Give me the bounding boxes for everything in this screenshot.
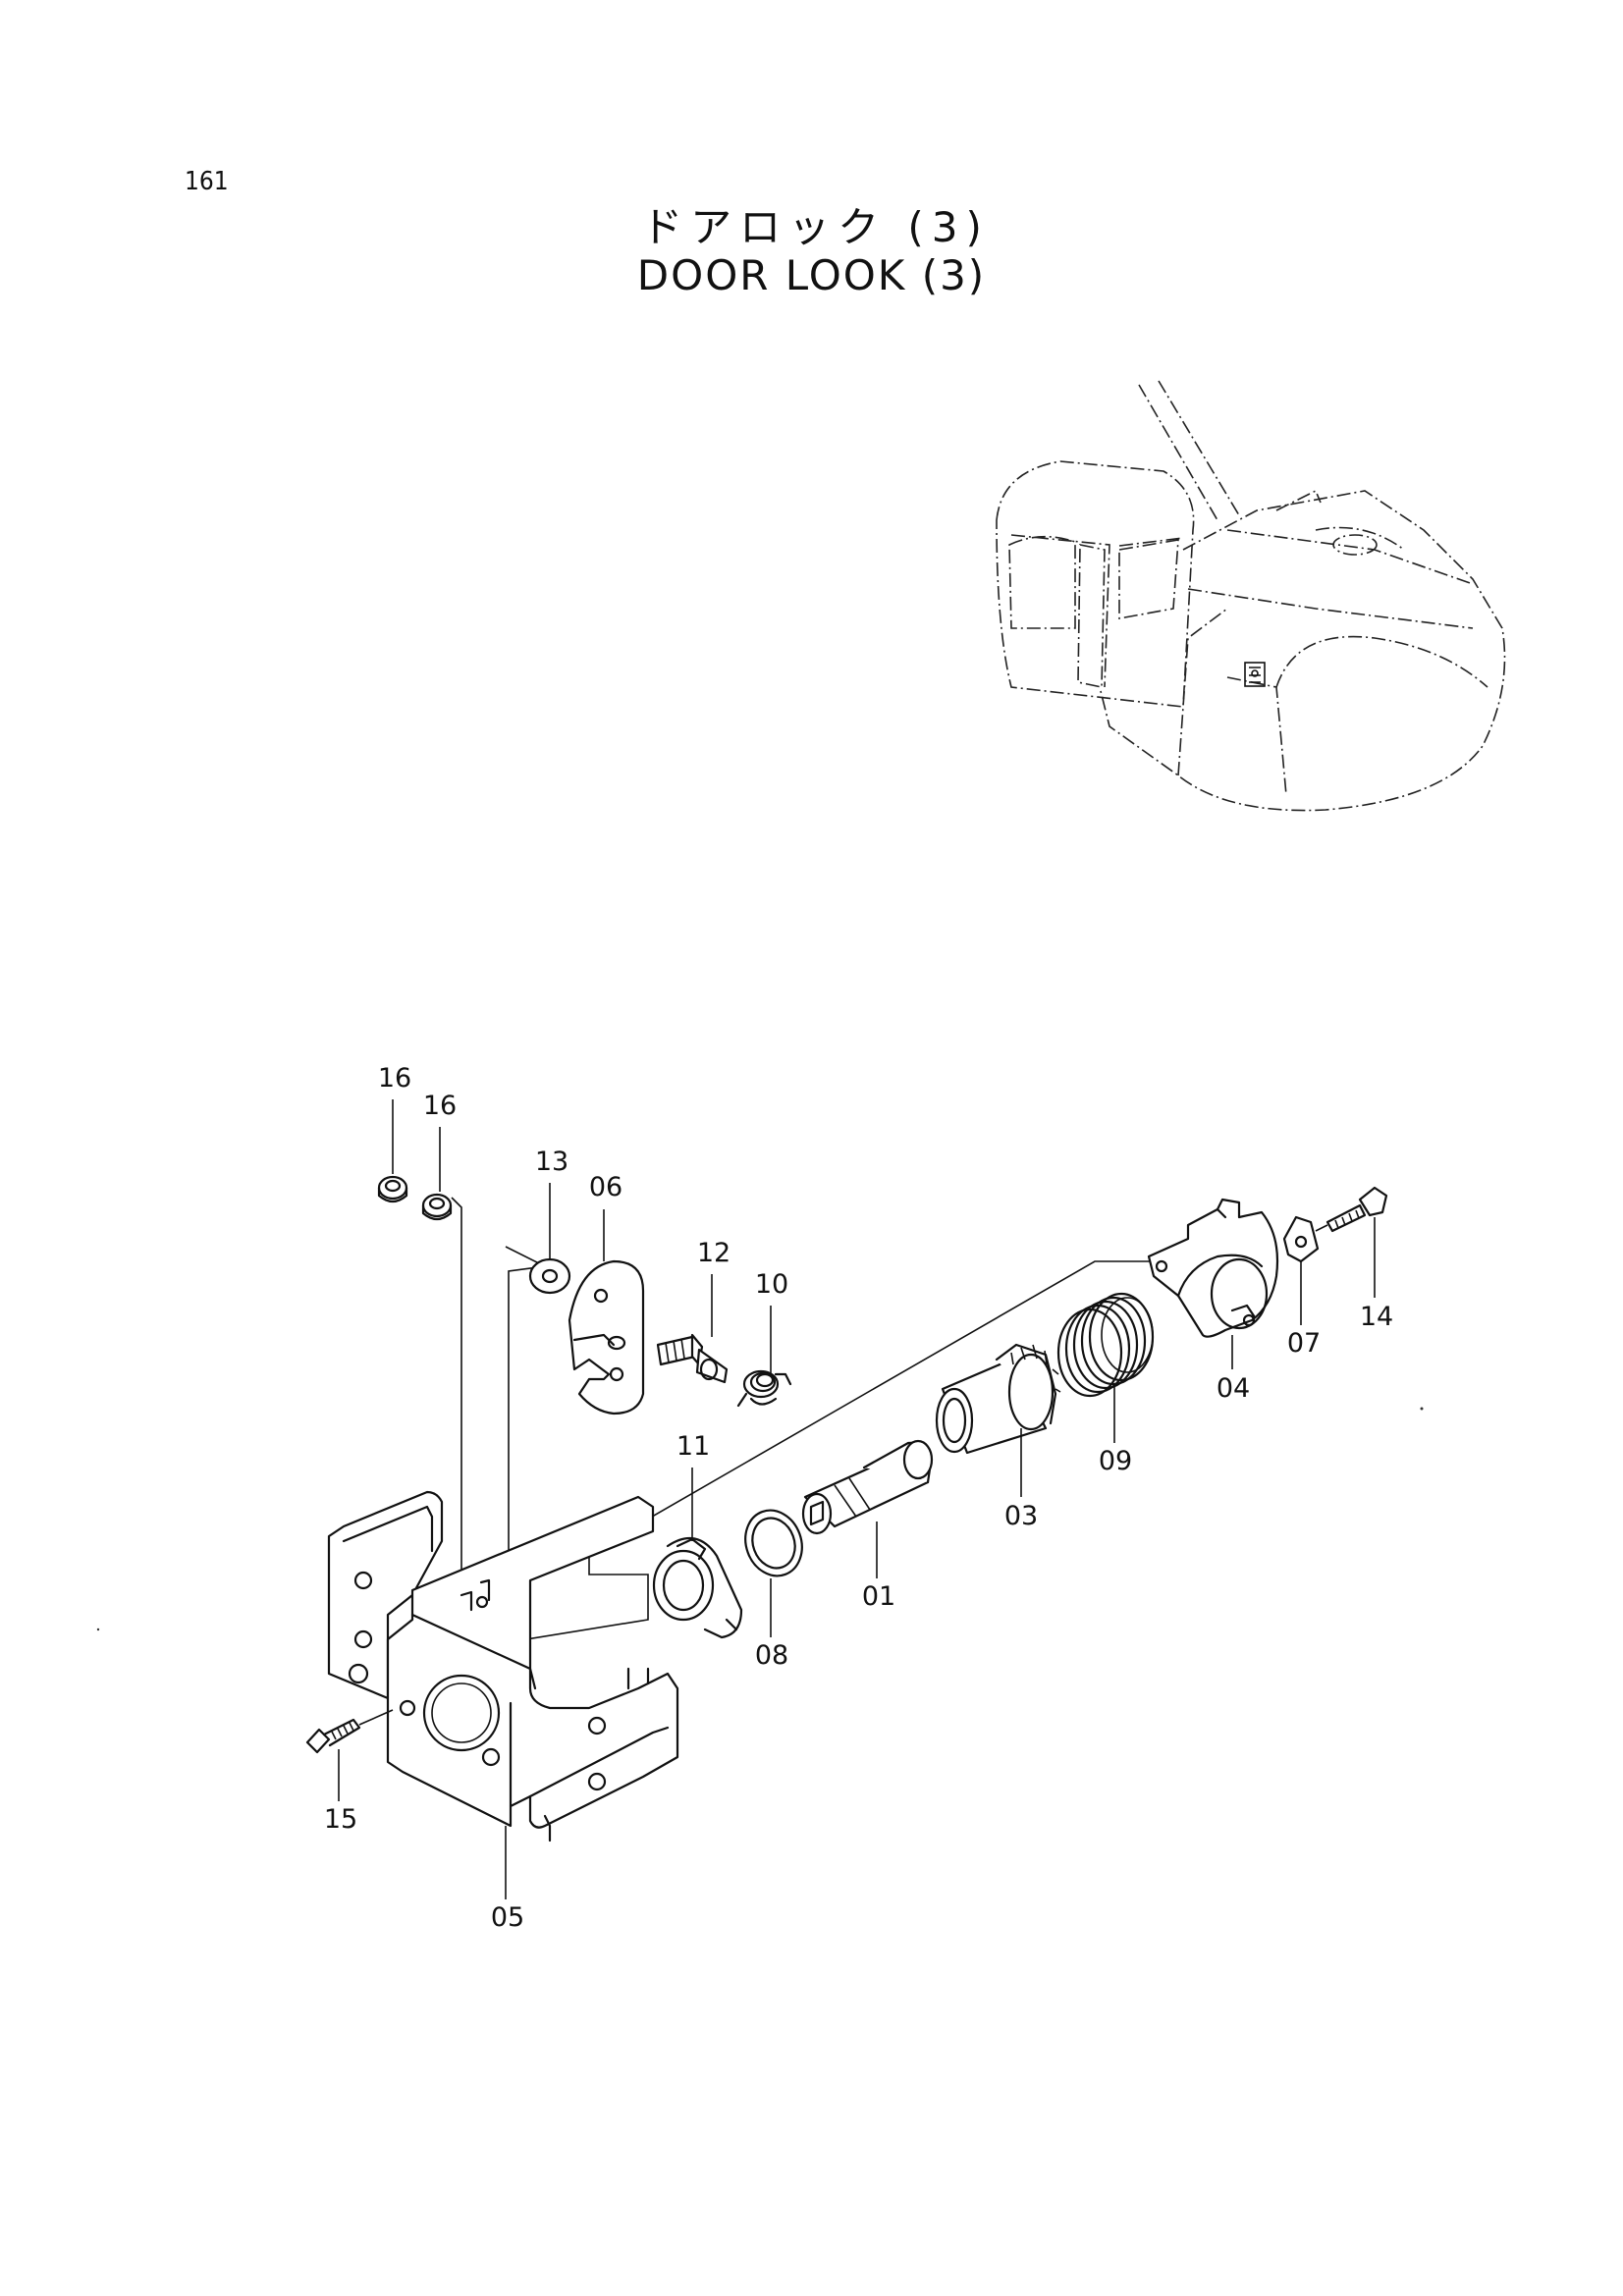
page-number: 161 — [185, 167, 229, 196]
lock-location-marker — [1244, 662, 1266, 687]
assembly-axis-lines — [451, 1197, 1154, 1645]
callout-11: 11 — [676, 1431, 710, 1462]
part-09-coil-spring — [1056, 1292, 1155, 1398]
part-07-clip — [1282, 1215, 1320, 1263]
part-15-screw — [305, 1709, 394, 1754]
part-08-oring — [744, 1509, 803, 1577]
part-04-lock-housing — [1147, 1198, 1279, 1338]
title-japanese: ドアロック (3) — [641, 203, 990, 251]
part-10-spring — [736, 1369, 792, 1408]
part-11-collar — [652, 1536, 743, 1639]
part-06-latch-plate — [568, 1259, 645, 1415]
callout-10: 10 — [755, 1269, 788, 1300]
callout-08: 08 — [755, 1640, 788, 1671]
callout-01: 01 — [862, 1581, 895, 1612]
part-16-nut-a — [377, 1175, 408, 1203]
callout-07: 07 — [1287, 1328, 1321, 1359]
part-12-pin — [656, 1333, 729, 1384]
part-01-key-cylinder — [801, 1439, 934, 1535]
callout-04: 04 — [1217, 1373, 1250, 1404]
leader-lines — [338, 1099, 1376, 1899]
callout-13: 13 — [535, 1147, 568, 1177]
part-05-bracket — [327, 1490, 679, 1842]
part-13-washer — [528, 1257, 571, 1295]
title-english: DOOR LOOK (3) — [636, 251, 987, 299]
callout-16-a: 16 — [378, 1063, 411, 1094]
callout-15: 15 — [324, 1804, 357, 1835]
callout-06: 06 — [589, 1172, 622, 1202]
callout-16-b: 16 — [423, 1091, 457, 1121]
callout-09: 09 — [1099, 1446, 1132, 1476]
callout-14: 14 — [1360, 1302, 1393, 1332]
part-16-nut-b — [421, 1193, 453, 1221]
callout-03: 03 — [1004, 1501, 1038, 1531]
part-14-screw — [1315, 1186, 1388, 1233]
callout-05: 05 — [491, 1902, 524, 1933]
callout-12: 12 — [697, 1238, 730, 1268]
callout-labels: 16 16 13 06 12 10 11 08 01 03 09 04 07 1… — [324, 1063, 1393, 1933]
excavator-overview — [996, 380, 1506, 812]
part-03-sleeve — [935, 1343, 1061, 1455]
